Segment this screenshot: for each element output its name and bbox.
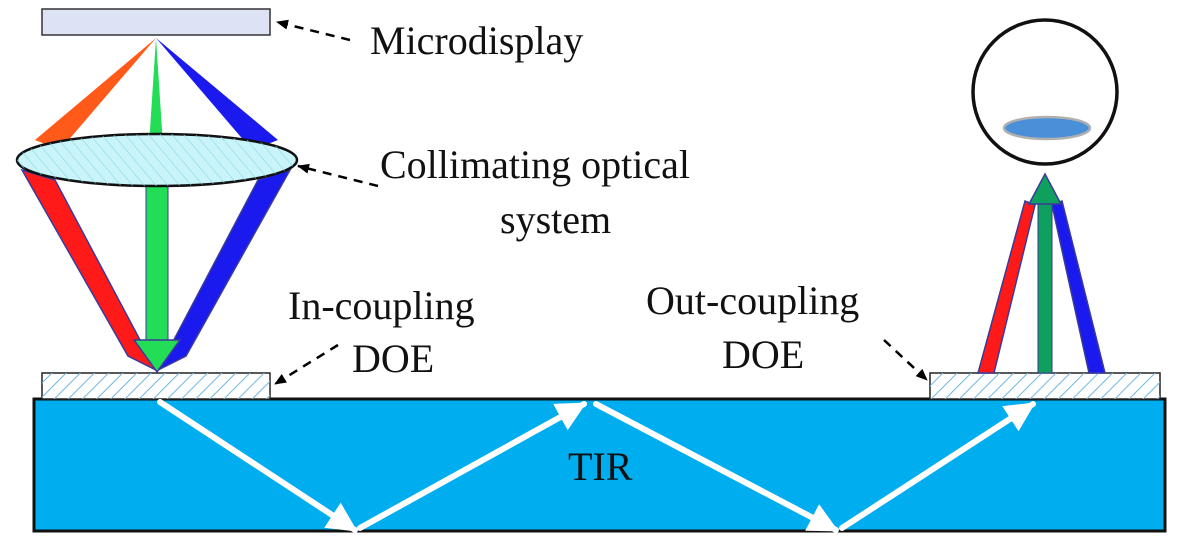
green-beam-upper <box>149 38 163 145</box>
in-coupling-doe <box>41 372 271 400</box>
out-coupling-label-line1: Out-coupling <box>646 278 859 323</box>
blue-beam-upper <box>156 38 278 150</box>
red-beam-out <box>977 199 1036 374</box>
beams-lower <box>20 168 292 374</box>
out-coupling-label-line2: DOE <box>722 332 804 377</box>
beams-out <box>977 172 1106 374</box>
green-beam-out <box>1027 172 1063 374</box>
out-coupling-doe <box>929 372 1161 400</box>
tir-rays <box>157 399 1036 533</box>
microdisplay-pointer <box>276 19 351 42</box>
collimating-label-line2: system <box>500 197 611 242</box>
waveguide-substrate <box>32 397 1167 533</box>
collimating-pointer <box>297 163 379 188</box>
beams-upper <box>35 38 278 150</box>
red-beam-upper <box>35 38 156 150</box>
in-coupling-pointer <box>274 343 339 386</box>
tir-ray-2 <box>357 401 587 531</box>
in-coupling-label-line1: In-coupling <box>288 283 475 328</box>
microdisplay <box>41 8 271 36</box>
tir-ray-1 <box>157 399 358 533</box>
in-coupling-label-line2: DOE <box>352 336 434 381</box>
out-coupling-pointer <box>883 339 928 381</box>
collimating-lens <box>15 132 299 188</box>
pointers <box>274 19 928 386</box>
collimating-label-line1: Collimating optical <box>380 142 690 187</box>
blue-beam-out <box>1051 199 1106 374</box>
tir-label: TIR <box>568 444 633 489</box>
pupil <box>1002 115 1092 141</box>
tir-ray-4 <box>839 401 1036 531</box>
microdisplay-label: Microdisplay <box>370 18 583 63</box>
tir-ray-3 <box>593 401 839 533</box>
eye-circle-icon <box>971 18 1119 166</box>
green-beam-lower <box>132 181 182 374</box>
